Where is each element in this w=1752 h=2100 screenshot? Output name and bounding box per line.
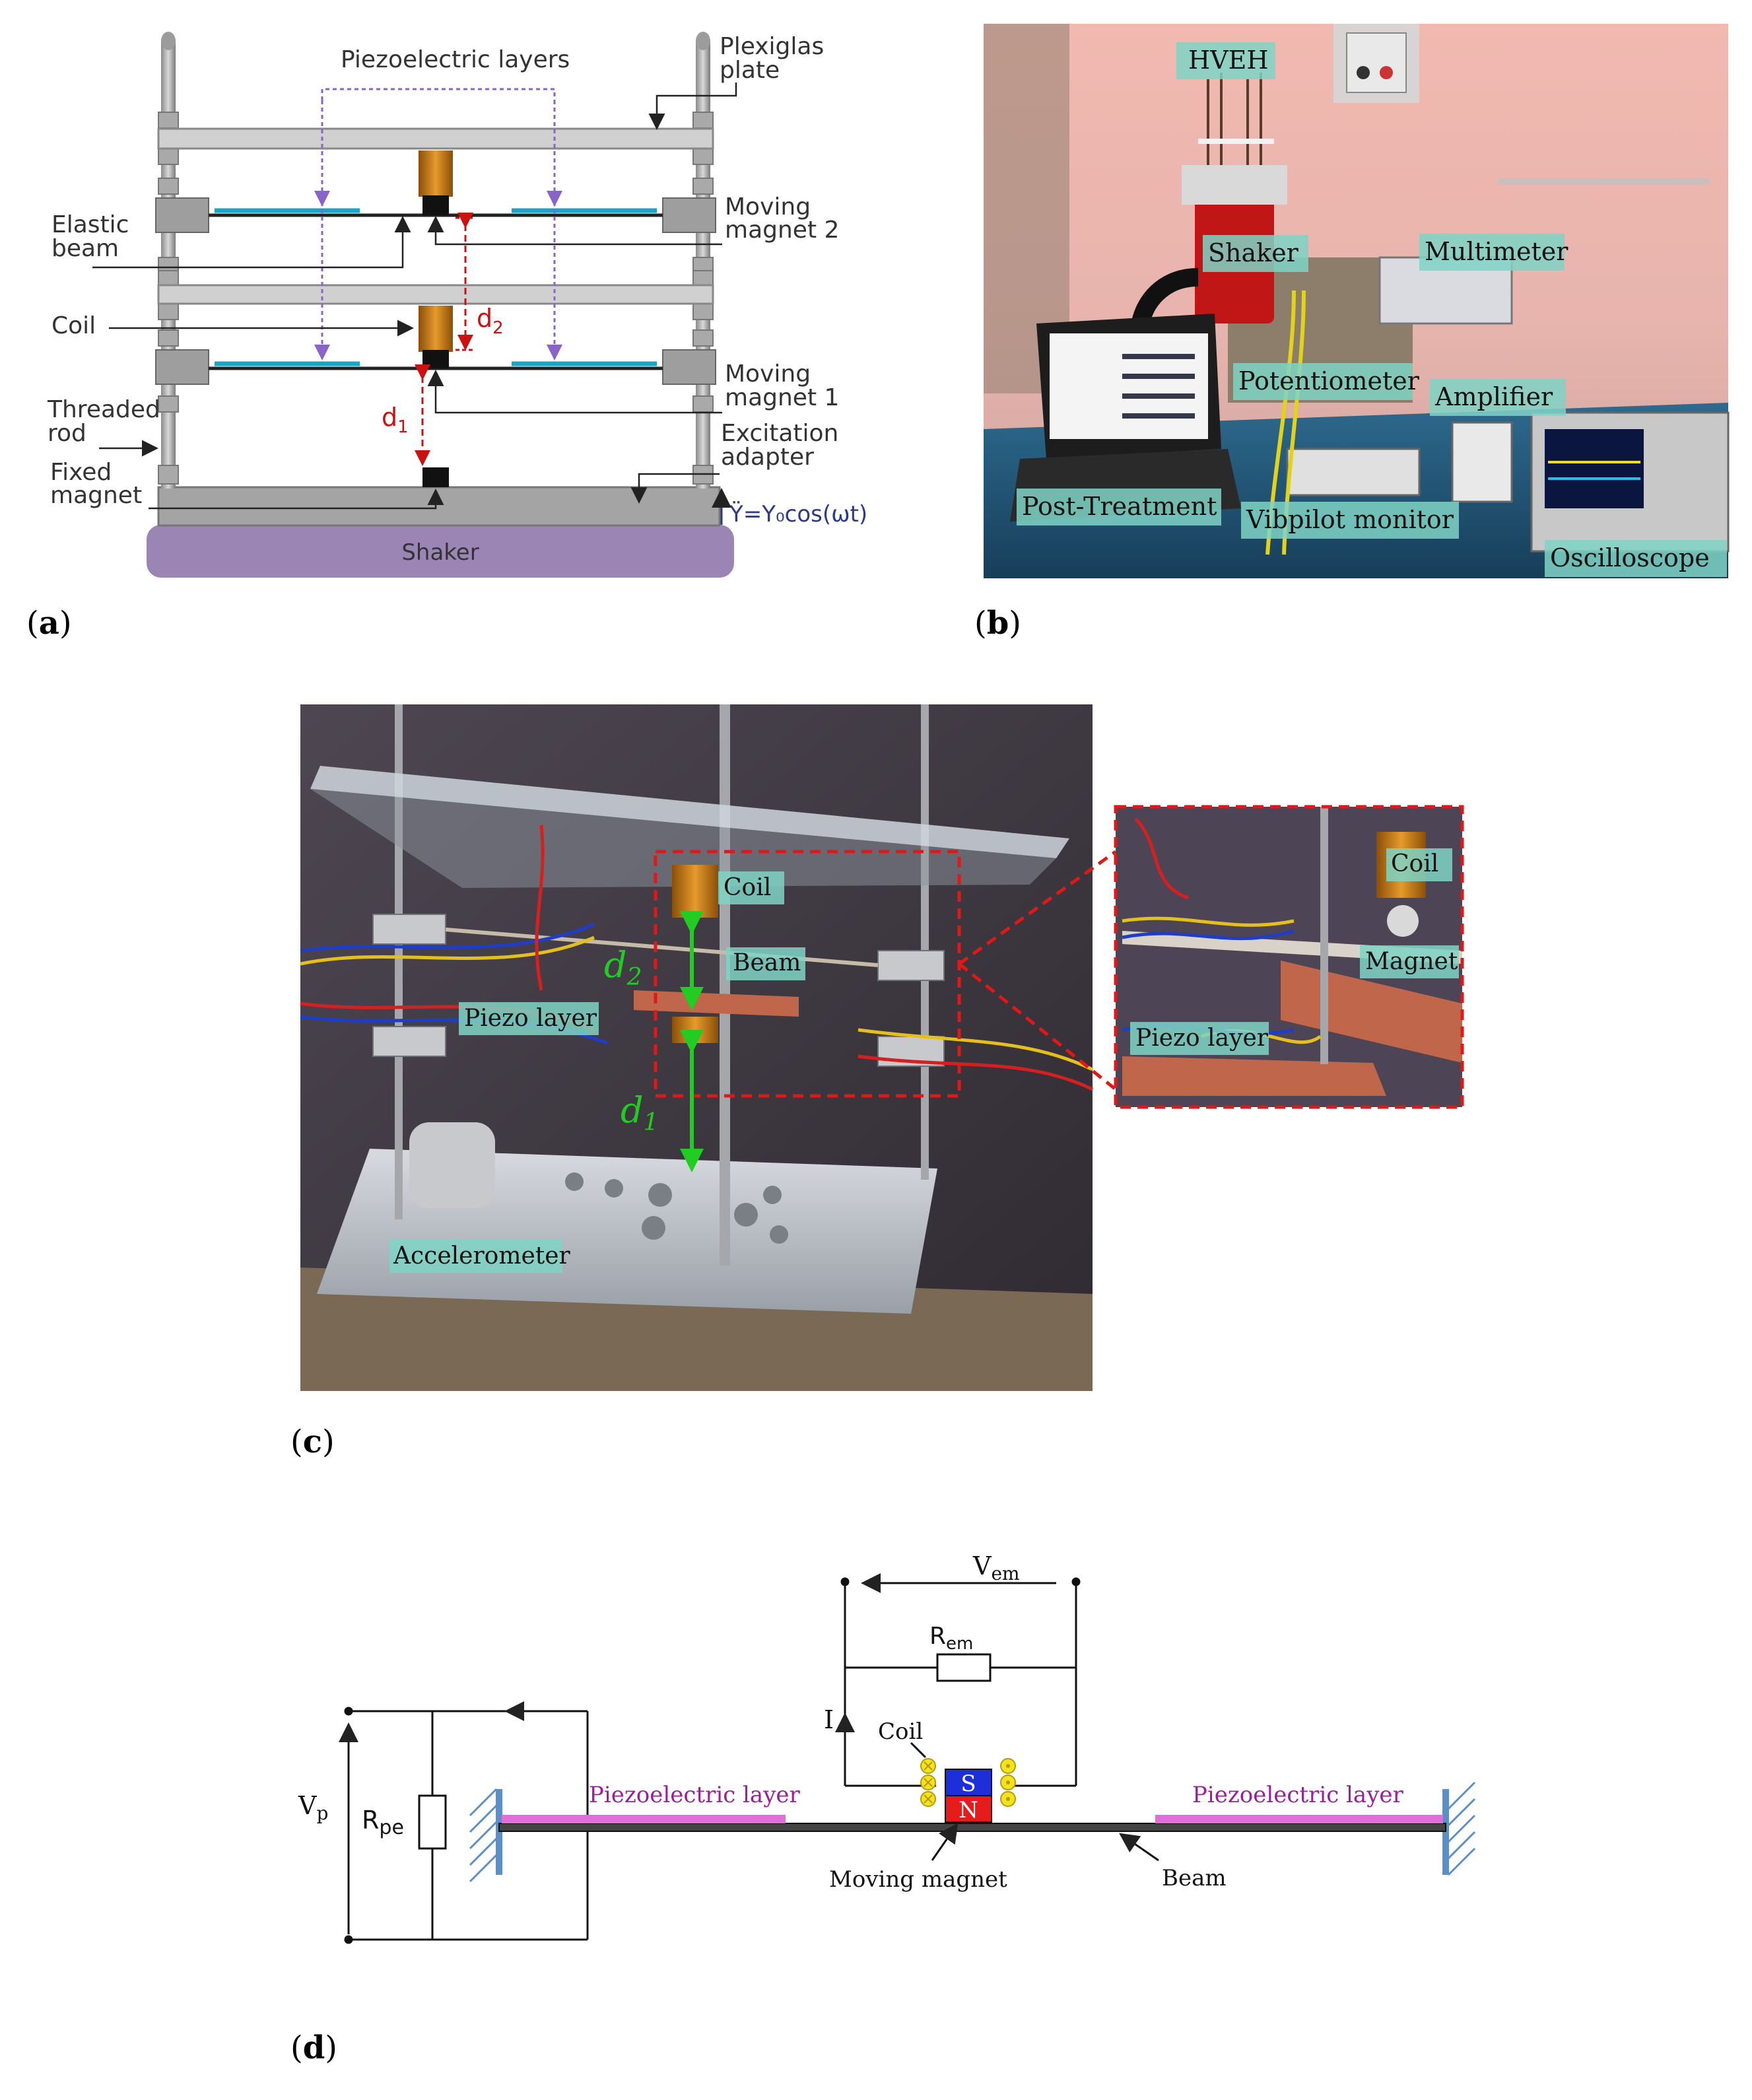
d1-label: d1 [382, 403, 409, 437]
coil-pointer-d [910, 1742, 927, 1759]
excitation-equation: Ÿ=Y₀cos(ωt) [729, 501, 867, 527]
amplifier-device [1451, 421, 1513, 503]
moving-magnet-2-line1: Moving [725, 193, 811, 220]
magnet-n-label: N [959, 1797, 978, 1823]
beam-photo-label: Beam [733, 949, 801, 976]
panel-b-photo: HVEH Shaker Multimeter Potentiometer Amp… [984, 24, 1730, 578]
moving-magnet-2-pointer [427, 216, 722, 246]
excitation-adapter [157, 486, 721, 527]
piezoelectric-layers-label: Piezoelectric layers [341, 46, 570, 73]
piezo-right-label: Piezoelectric layer [1192, 1782, 1404, 1808]
piezo-pointer-lines [314, 88, 562, 360]
coil-label: Coil [51, 312, 96, 339]
post-treatment-label: Post-Treatment [1022, 492, 1217, 521]
shaker-base [147, 525, 734, 578]
coil-upper-photo [672, 865, 718, 918]
coil-photo-label: Coil [724, 874, 771, 901]
zoom-magnet-label: Magnet [1365, 948, 1458, 975]
panel-b-caption: (b) [974, 605, 1021, 642]
plexiglas-plate-middle [157, 284, 714, 305]
rem-label: Rem [929, 1623, 973, 1654]
rod-nuts [158, 112, 714, 485]
piezo-left-label: Piezoelectric layer [589, 1782, 801, 1808]
beam-clamps [155, 197, 716, 385]
rod-cap-right [696, 32, 710, 50]
magnet-south [945, 1769, 992, 1796]
zoom-coil-label: Coil [1391, 850, 1438, 877]
moving-magnet-pointer [931, 1823, 959, 1861]
vibpilot-device [1286, 448, 1421, 496]
coil-lower [419, 306, 453, 352]
elastic-beam-pointer [92, 216, 411, 269]
accelerometer [409, 1122, 495, 1208]
beam [498, 1823, 1446, 1832]
panel-d-caption: (d) [290, 2029, 337, 2066]
hveh-label: HVEH [1188, 46, 1268, 75]
moving-magnet-2 [422, 195, 449, 215]
magnet-north [945, 1795, 992, 1823]
magnet-s-label: S [960, 1771, 976, 1797]
panel-c-photo: d2 d1 Coil Beam Piezo layer Acceleromete… [300, 704, 1464, 1391]
rod-cap-left [161, 32, 176, 50]
plexiglas-plate-top [157, 127, 714, 150]
vem-label: Vem [972, 1551, 1020, 1584]
vibpilot-label: Vibpilot monitor [1246, 505, 1454, 534]
moving-magnet-2-line2: magnet 2 [725, 217, 839, 244]
piezo-layer-left [502, 1815, 786, 1823]
zoom-inset-frame [1114, 805, 1464, 1109]
zoom-magnet [1387, 905, 1419, 937]
excitation-label: Excitation [721, 420, 838, 447]
beam-d-label: Beam [1162, 1865, 1227, 1891]
moving-magnet-1-line1: Moving [725, 360, 811, 388]
d1-photo-label: d1 [621, 1089, 658, 1136]
zoom-piezo-label: Piezo layer [1135, 1025, 1269, 1052]
moving-magnet-1 [422, 350, 449, 368]
plexiglas-label: Plexiglas [720, 33, 824, 60]
moving-magnet-1-pointer [427, 370, 722, 414]
current-label: I [824, 1705, 834, 1734]
magnet-label: magnet [50, 482, 142, 509]
moving-magnet-label: Moving magnet [829, 1866, 1007, 1893]
fixed-label: Fixed [50, 459, 112, 486]
accelerometer-label: Accelerometer [393, 1242, 571, 1270]
vp-label: Vp [298, 1791, 328, 1824]
panel-a-caption: (a) [26, 605, 72, 642]
coil-lower-photo [672, 1017, 718, 1043]
moving-magnet-1-line2: magnet 1 [725, 384, 839, 411]
coil-upper [419, 151, 453, 197]
plexiglas-pointer [648, 83, 737, 130]
piezo-layer-right [1155, 1815, 1443, 1823]
shaker-photo-label: Shaker [1208, 238, 1299, 267]
distance-markers [415, 213, 475, 466]
beam-label: beam [51, 235, 119, 262]
d2-photo-label: d2 [604, 944, 642, 991]
panel-d-circuit [339, 1573, 1476, 1944]
amplifier-label: Amplifier [1434, 382, 1553, 411]
rpe-label: Rpe [362, 1806, 404, 1839]
panel-c-caption: (c) [290, 1423, 335, 1460]
plate-label: plate [720, 57, 780, 84]
fixed-magnet [422, 467, 449, 487]
shaker-label: Shaker [401, 539, 479, 566]
multimeter-label: Multimeter [1425, 237, 1568, 266]
rod-label: rod [48, 420, 86, 447]
threaded-label: Threaded [47, 396, 160, 423]
plexiglas-plate-photo [310, 766, 1069, 858]
panel-a-schematic: Shaker [47, 32, 867, 578]
elastic-label: Elastic [51, 211, 129, 238]
rem-resistor [936, 1653, 992, 1682]
piezo-layer-photo-label: Piezo layer [464, 1005, 597, 1032]
oscilloscope-label: Oscilloscope [1550, 543, 1710, 572]
potentiometer-label: Potentiometer [1238, 366, 1420, 395]
excitation-pointer [630, 473, 720, 504]
d2-label: d2 [477, 304, 504, 338]
beam-pointer [1119, 1833, 1159, 1862]
piezo-layers [215, 208, 657, 366]
adapter-label: adapter [721, 444, 814, 471]
rpe-resistor [418, 1794, 447, 1850]
fixed-magnet-pointer [149, 489, 444, 510]
coil-d-label: Coil [878, 1718, 923, 1745]
